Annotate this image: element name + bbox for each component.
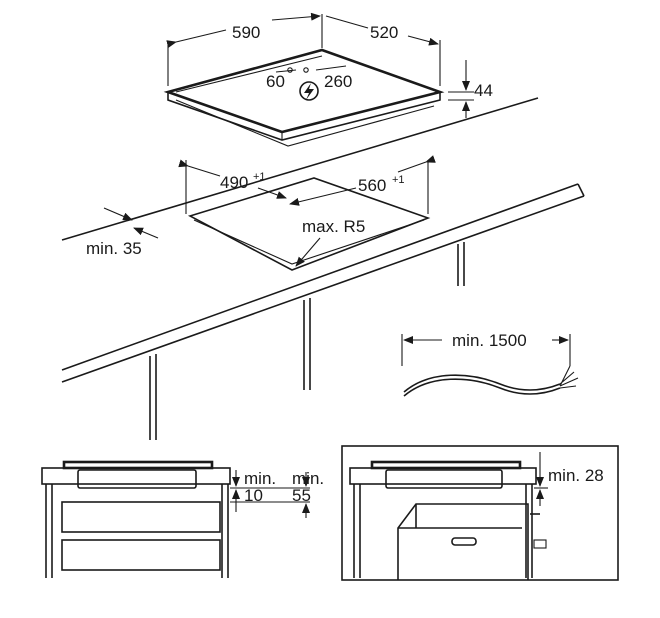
cutout-depth-label: 560 bbox=[358, 176, 386, 195]
cutout bbox=[187, 177, 431, 271]
cabinet-with-drawers bbox=[41, 460, 231, 578]
cable-length-label: min. 1500 bbox=[452, 331, 527, 350]
gap-bottom-label: min. bbox=[292, 469, 324, 488]
hob-depth-label: 520 bbox=[370, 23, 398, 42]
oven-clearance-dimension: min. 28 bbox=[534, 452, 604, 506]
front-clearance-label: min. 35 bbox=[86, 239, 142, 258]
cable-length-dimension: min. 1500 bbox=[401, 331, 571, 366]
drawer-gap-dimensions: min. 10 min. 55 bbox=[230, 469, 324, 518]
front-clearance-dimension: min. 35 bbox=[86, 207, 159, 258]
cutout-depth-dimension: 560 +1 bbox=[289, 155, 436, 214]
terminal-distance-label: 260 bbox=[324, 72, 352, 91]
cutout-width-tolerance: +1 bbox=[253, 171, 266, 183]
terminal-offset-label: 60 bbox=[266, 72, 285, 91]
hob-top-view bbox=[163, 48, 445, 147]
corner-radius-label: max. R5 bbox=[302, 217, 365, 236]
gap-bottom-value: 55 bbox=[292, 486, 311, 505]
cutout-width-dimension: 490 +1 bbox=[178, 159, 287, 214]
power-cable bbox=[403, 365, 579, 397]
hob-depth-dimension: 520 bbox=[325, 15, 441, 86]
hob-height-label: 44 bbox=[474, 81, 493, 100]
electric-icon bbox=[299, 81, 319, 101]
hob-width-dimension: 590 bbox=[166, 12, 323, 86]
cutout-width-label: 490 bbox=[220, 173, 248, 192]
cabinet-with-oven bbox=[341, 445, 619, 581]
terminal-dimensions: 60 260 bbox=[266, 65, 352, 101]
oven-clearance-label: min. 28 bbox=[548, 466, 604, 485]
gap-top-value: 10 bbox=[244, 486, 263, 505]
gap-top-label: min. bbox=[244, 469, 276, 488]
cutout-depth-tolerance: +1 bbox=[392, 174, 405, 186]
hob-width-label: 590 bbox=[232, 23, 260, 42]
worktop bbox=[61, 97, 585, 440]
hob-height-dimension: 44 bbox=[448, 60, 493, 118]
corner-radius-callout: max. R5 bbox=[295, 217, 365, 267]
